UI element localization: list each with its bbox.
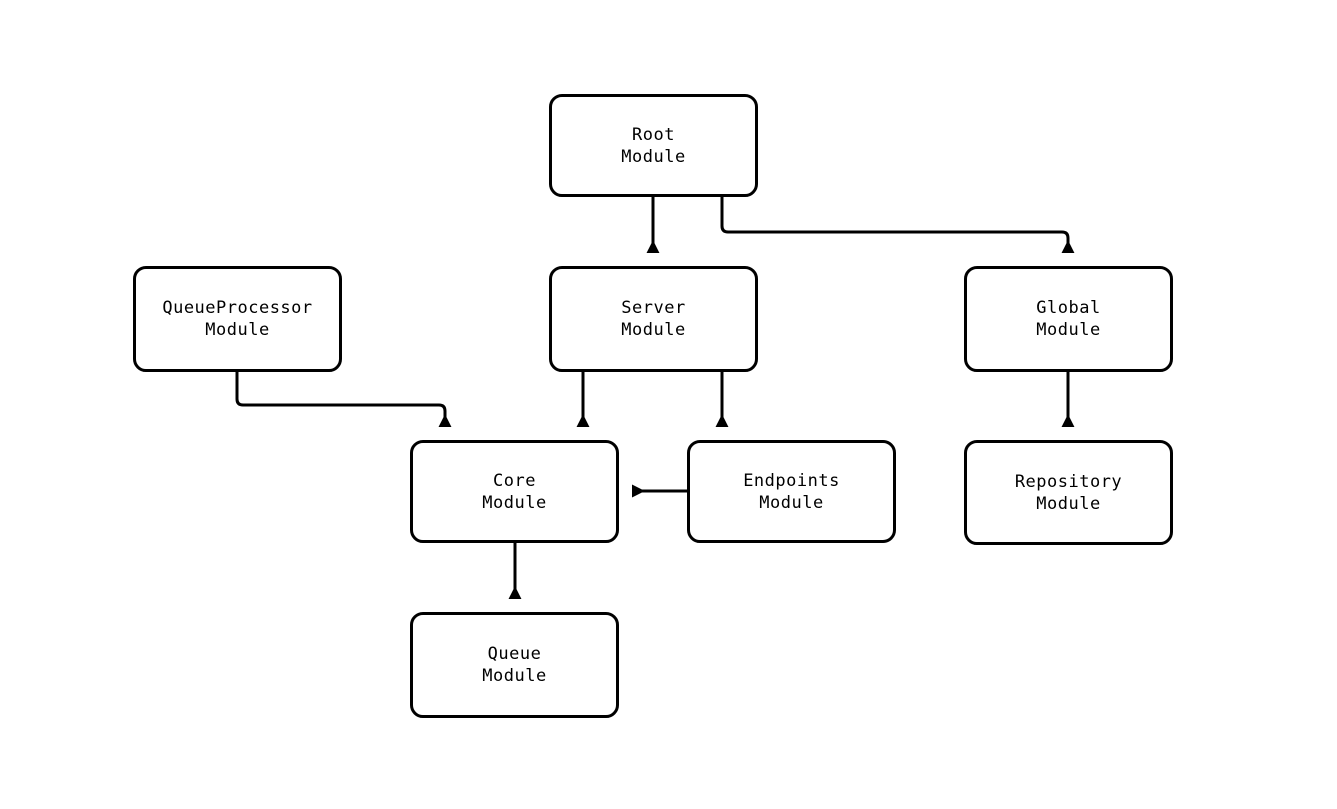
edges-group xyxy=(235,197,1075,600)
node-core-module[interactable]: Core Module xyxy=(410,440,619,543)
node-endpoints-module[interactable]: Endpoints Module xyxy=(687,440,896,543)
edge-queueprocessor-core xyxy=(235,372,452,428)
node-server-module[interactable]: Server Module xyxy=(549,266,758,372)
node-label: Global Module xyxy=(1036,298,1101,340)
node-repository-module[interactable]: Repository Module xyxy=(964,440,1173,545)
node-label: Core Module xyxy=(482,470,547,513)
node-label: Repository Module xyxy=(1014,471,1123,514)
node-label: Endpoints Module xyxy=(743,470,840,513)
node-label: Root Module xyxy=(621,124,686,167)
node-queueprocessor-module[interactable]: QueueProcessor Module xyxy=(133,266,342,372)
node-label: QueueProcessor Module xyxy=(162,298,313,340)
node-global-module[interactable]: Global Module xyxy=(964,266,1173,372)
edge-root-global xyxy=(720,197,1075,254)
node-root-module[interactable]: Root Module xyxy=(549,94,758,197)
node-label: Server Module xyxy=(621,298,686,340)
node-label: Queue Module xyxy=(482,644,547,686)
node-queue-module[interactable]: Queue Module xyxy=(410,612,619,718)
